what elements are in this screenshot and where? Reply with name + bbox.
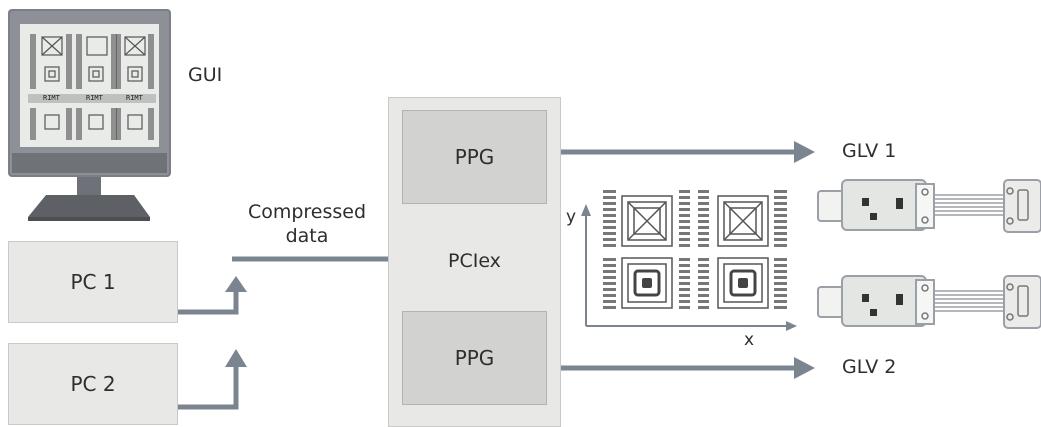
glv1-arrowhead (794, 141, 815, 163)
glv1-device (817, 179, 1041, 233)
compressed-data-label: Compressed data (232, 200, 382, 248)
compressed-data-line1: Compressed (247, 201, 367, 223)
pc1-box: PC 1 (8, 241, 178, 323)
glv2-label: GLV 2 (842, 356, 897, 378)
y-axis-label: y (566, 207, 577, 227)
compressed-data-line2: data (285, 225, 329, 247)
glv2-arrowhead (794, 357, 815, 379)
pciex-label: PCIex (448, 250, 501, 272)
pc2-arrow (178, 367, 239, 410)
x-axis-arrowhead (786, 321, 797, 331)
monitor-panel-label-3: RIMT (126, 94, 143, 102)
monitor-panel-label-2: RIMT (86, 94, 103, 102)
glv1-label: GLV 1 (842, 140, 897, 162)
gui-label: GUI (188, 64, 223, 86)
ppg-top-label: PPG (454, 145, 495, 169)
y-axis-arrowhead (581, 204, 591, 216)
ppg-top-box: PPG (402, 110, 547, 204)
monitor-panel-label-1: RIMT (43, 94, 60, 102)
ppg-bottom-box: PPG (402, 311, 547, 405)
pattern-bars (603, 190, 787, 309)
x-axis-label: x (744, 330, 755, 350)
pc2-arrowhead (225, 349, 247, 367)
pc2-label: PC 2 (70, 372, 116, 396)
pc1-arrowhead (225, 276, 247, 292)
pc1-arrow (178, 292, 239, 315)
pc1-label: PC 1 (70, 270, 116, 294)
glv2-device (817, 275, 1041, 329)
ppg-bottom-label: PPG (454, 346, 495, 370)
